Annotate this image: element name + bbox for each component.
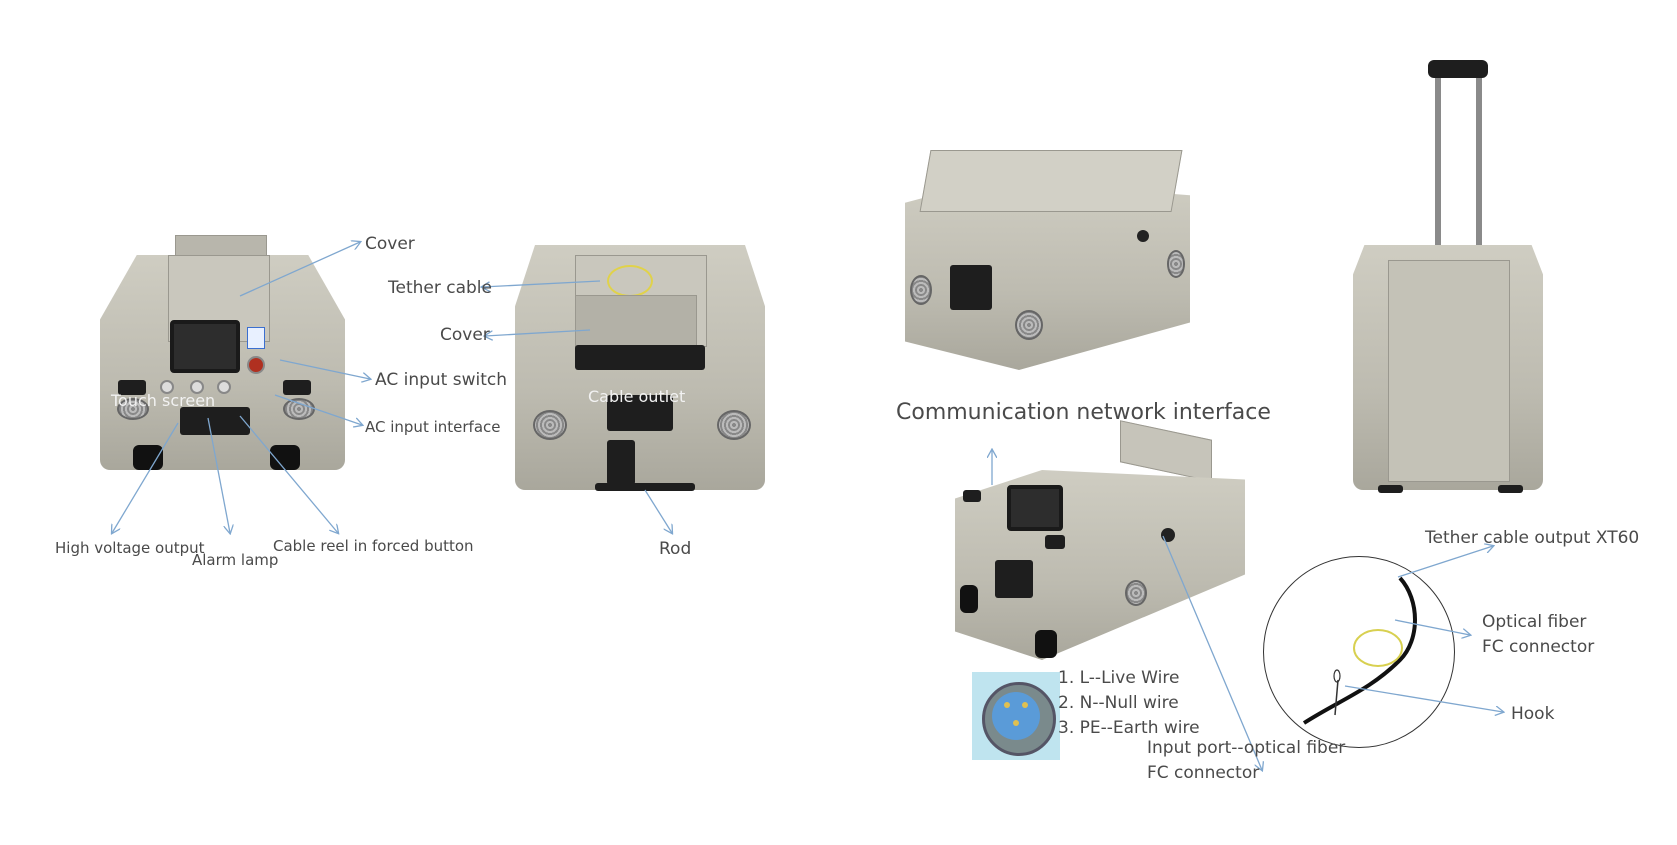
rod: [595, 483, 695, 491]
trolley-handle-bar-right: [1476, 78, 1482, 258]
label-cover-front: Cover: [365, 234, 415, 254]
alarm-lamp: [190, 380, 204, 394]
ac-input-switch: [247, 327, 265, 349]
cover-flap: [575, 295, 697, 347]
handle: [607, 395, 673, 431]
touch-screen: [170, 320, 240, 373]
label-pin-2: 2. N--Null wire: [1058, 693, 1179, 713]
label-rod: Rod: [659, 539, 692, 559]
cable-reel-button: [217, 380, 231, 394]
label-ac-input-switch: AC input switch: [375, 370, 508, 390]
label-input-port-line2: FC connector: [1147, 763, 1260, 783]
fiber-input-port: [1161, 528, 1175, 542]
fan-left: [117, 398, 149, 420]
cover-plate: [175, 235, 267, 257]
handle: [995, 560, 1033, 598]
label-alarm-lamp: Alarm lamp: [192, 551, 279, 569]
device-side-view: [955, 420, 1255, 660]
label-pin-3: 3. PE--Earth wire: [1058, 718, 1200, 738]
touch-screen: [1007, 485, 1063, 531]
label-hook: Hook: [1511, 704, 1555, 724]
cover-flap-open: [1120, 420, 1212, 482]
label-pin-1: 1. L--Live Wire: [1058, 668, 1180, 688]
label-cable-reel-button: Cable reel in forced button: [273, 537, 474, 555]
wheel-right: [270, 445, 300, 470]
high-voltage-output-port: [160, 380, 174, 394]
fan-right: [283, 398, 315, 420]
label-cable-outlet: Cable outlet: [588, 387, 686, 406]
label-cover-top: Cover: [440, 325, 490, 345]
label-tether-output-xt60: Tether cable output XT60: [1425, 528, 1640, 548]
label-optical-fiber-line2: FC connector: [1482, 637, 1595, 657]
ac-connector-photo: [972, 672, 1060, 760]
label-optical-fiber-line1: Optical fiber: [1482, 612, 1587, 632]
device-front-view: [100, 235, 345, 480]
network-port: [1137, 230, 1149, 242]
pin-3: [1013, 720, 1019, 726]
label-high-voltage-output: High voltage output: [55, 539, 205, 557]
label-ac-input-interface: AC input interface: [365, 418, 501, 436]
ac-input-interface: [247, 356, 265, 374]
handle: [180, 407, 250, 435]
trolley-handle-bar-left: [1435, 78, 1441, 258]
remote-controller: [607, 440, 635, 485]
device-trolley-view: [1348, 60, 1548, 500]
device-isometric-view: [905, 150, 1200, 380]
trolley-handle-grip: [1428, 60, 1488, 78]
label-tether-cable: Tether cable: [388, 278, 492, 298]
handle: [950, 265, 992, 310]
wheel-left: [133, 445, 163, 470]
pin-1: [1004, 702, 1010, 708]
tether-cable-coil: [607, 265, 653, 297]
device-top-view: [515, 245, 765, 515]
label-touch-screen: Touch screen: [111, 391, 216, 410]
pin-2: [1022, 702, 1028, 708]
tether-cable-detail-circle: [1263, 556, 1455, 748]
label-input-port-line1: Input port--optical fiber: [1147, 738, 1346, 758]
label-communication-network-interface: Communication network interface: [896, 400, 1271, 425]
cable-outlet: [575, 345, 705, 370]
